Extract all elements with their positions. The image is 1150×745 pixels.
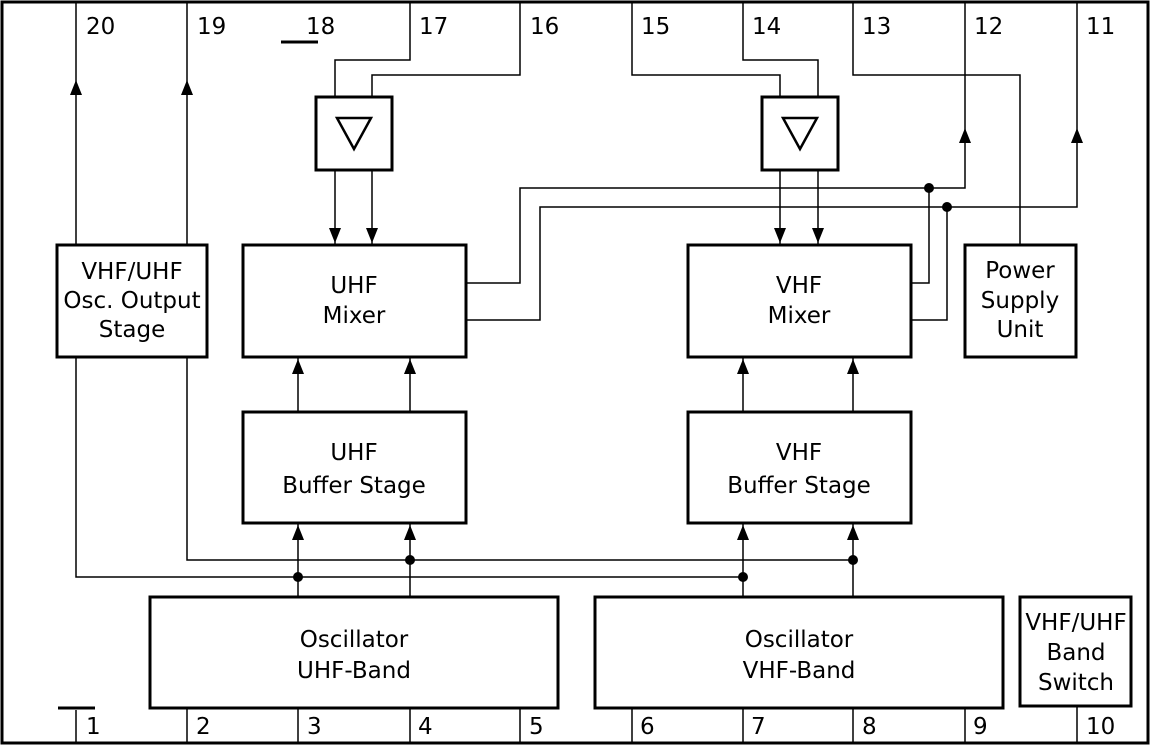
block-text-line: Stage [99,317,165,343]
block-text-line: Unit [997,317,1044,343]
block-power-supply-unit: Power Supply Unit [963,243,1078,359]
block-text-line: Power [985,258,1055,284]
pin-label-10: 10 [1086,714,1115,740]
block-text-line: VHF [776,440,822,466]
pin-label-3: 3 [307,714,322,740]
pin-label-4: 4 [418,714,433,740]
pin-label-14: 14 [752,14,781,40]
wires [75,20,1078,597]
block-osc-output-stage: VHF/UHF Osc. Output Stage [55,243,209,359]
block-text-line: VHF [776,273,822,299]
block-oscillator-vhf-band: Oscillator VHF-Band [593,595,1005,710]
pin-label-12: 12 [974,14,1003,40]
top-pin-ticks [75,2,1078,20]
block-oscillator-uhf-band: Oscillator UHF-Band [148,595,560,710]
pin-label-18: 18 [306,14,335,40]
junction-dots [293,183,952,582]
block-text-line: VHF-Band [743,658,856,684]
amplifier-triangle-icon [780,116,820,152]
pin-label-19: 19 [197,14,226,40]
block-uhf-buffer-stage: UHF Buffer Stage [241,410,468,525]
pin-label-15: 15 [641,14,670,40]
block-text-line: Buffer Stage [282,473,426,499]
pin-label-1: 1 [86,714,101,740]
bottom-pin-ticks [75,706,1078,743]
block-text-line: UHF-Band [297,658,411,684]
pin-label-8: 8 [862,714,877,740]
pin-label-5: 5 [529,714,544,740]
block-text-line: Buffer Stage [727,473,871,499]
pin-label-11: 11 [1086,14,1115,40]
pin-label-6: 6 [640,714,655,740]
amplifier-triangle-icon [334,116,374,152]
block-text-line: Oscillator [300,627,409,653]
pin-label-2: 2 [196,714,211,740]
pin-label-17: 17 [419,14,448,40]
block-text-line: Mixer [768,303,831,329]
block-uhf-mixer: UHF Mixer [241,243,468,359]
block-text-line: Oscillator [745,627,854,653]
block-band-switch: VHF/UHF Band Switch [1018,595,1133,708]
block-text-line: Switch [1038,670,1114,696]
block-text-line: VHF/UHF [1025,610,1126,636]
uhf-amplifier [314,95,394,172]
vhf-amplifier [760,95,840,172]
block-text-line: Mixer [323,303,386,329]
pin-label-9: 9 [973,714,988,740]
block-vhf-mixer: VHF Mixer [686,243,913,359]
pin-label-20: 20 [86,14,115,40]
pin-label-7: 7 [751,714,766,740]
block-text-line: Osc. Output [63,288,200,314]
block-text-line: Band [1046,640,1105,666]
block-text-line: Supply [981,288,1059,314]
pin-label-16: 16 [530,14,559,40]
block-vhf-buffer-stage: VHF Buffer Stage [686,410,913,525]
block-text-line: UHF [330,273,377,299]
arrowheads [70,80,1083,540]
pin-label-13: 13 [862,14,891,40]
block-text-line: VHF/UHF [81,259,182,285]
block-text-line: UHF [330,440,377,466]
